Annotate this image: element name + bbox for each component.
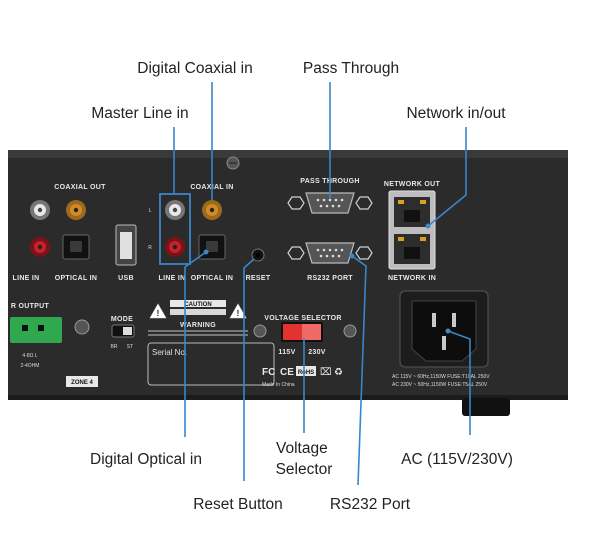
warning-triangle-icon — [149, 303, 167, 319]
l-marker: L — [149, 208, 152, 214]
rubber-foot — [462, 398, 510, 416]
network-in-label: NETWORK IN — [388, 275, 436, 282]
network-section: NETWORK OUT NETWORK IN — [384, 181, 441, 282]
svg-text:4-8Ω L: 4-8Ω L — [22, 353, 37, 359]
voltage-section: VOLTAGE SELECTOR 115V 230V FC CE RoHS ⌧ … — [253, 315, 357, 388]
zone-badge — [66, 376, 98, 387]
callout-digital-optical-in: Digital Optical in — [90, 451, 202, 468]
panel-bottom-edge — [8, 395, 568, 400]
reset-label: RESET — [246, 275, 271, 282]
callout-network-in-out: Network in/out — [406, 105, 506, 122]
pass-through-port[interactable] — [305, 192, 355, 214]
callout-voltage-selector: Voltage Selector — [276, 440, 333, 478]
network-leader — [427, 127, 467, 227]
fc-mark: FC — [262, 367, 275, 378]
svg-text:2-4OHM: 2-4OHM — [21, 363, 40, 369]
r-marker: R — [148, 245, 152, 251]
mode-br-label: BR — [111, 344, 118, 350]
warning-label: WARNING — [180, 322, 216, 329]
coaxial-out-label: COAXIAL OUT — [54, 184, 106, 191]
callout-master-line-in: Master Line in — [91, 105, 188, 122]
warning-triangle-icon-2 — [229, 303, 247, 319]
ce-mark: CE — [280, 367, 294, 378]
master-line-in-highlight — [159, 193, 191, 265]
usb-label: USB — [118, 275, 134, 282]
ac-spec-line-1: AC 115V ~ 60Hz,1150W FUSE:T10AL 250V — [392, 374, 490, 380]
ac-inlet[interactable] — [411, 300, 477, 362]
rs232-port[interactable] — [305, 242, 355, 264]
ac-spec-line-2: AC 230V ~ 50Hz,1150W FUSE:T5AL 250V — [392, 382, 488, 388]
rohs-mark: RoHS — [298, 370, 314, 376]
rs232-port-label: RS232 PORT — [307, 275, 353, 282]
caution-box — [170, 300, 226, 307]
callout-digital-coaxial-in: Digital Coaxial in — [137, 60, 252, 77]
callout-endpoints — [203, 223, 451, 334]
voltage-selector-label: VOLTAGE SELECTOR — [264, 315, 342, 322]
digital-optical-in-leader — [184, 251, 207, 437]
line-in-left-label: LINE IN — [13, 275, 40, 282]
weee-bin-icon: ⌧ — [320, 367, 332, 378]
line-in-label: LINE IN — [159, 275, 186, 282]
ground-screw — [74, 319, 90, 335]
v230-label: 230V — [308, 349, 326, 356]
serial-box — [147, 342, 275, 386]
callout-voltage-line-1: Voltage — [276, 440, 328, 457]
optical-in-label: OPTICAL IN — [191, 275, 234, 282]
svg-text:!: ! — [237, 309, 240, 318]
caution-label: CAUTION — [184, 302, 211, 308]
v115-label: 115V — [278, 349, 295, 356]
rs232-leader — [351, 255, 367, 486]
callout-ac: AC (115V/230V) — [401, 451, 513, 468]
reset-button-leader — [243, 258, 255, 481]
panel-top-edge — [8, 150, 568, 158]
speaker-terminal[interactable] — [10, 317, 62, 343]
zone-label: ZONE 4 — [71, 380, 93, 386]
r-output-label: R OUTPUT — [11, 303, 50, 310]
network-out-label: NETWORK OUT — [384, 181, 441, 188]
mode-label: MODE — [111, 316, 133, 323]
warning-sticker: ! CAUTION ! WARNING Serial No. — [147, 300, 275, 386]
made-in-label: Made In China — [262, 382, 295, 388]
callout-voltage-line-2: Selector — [276, 461, 333, 478]
callout-reset-button: Reset Button — [193, 496, 283, 513]
ac-leader — [447, 330, 471, 435]
recycle-icon: ♻ — [334, 367, 343, 378]
callout-pass-through: Pass Through — [303, 60, 399, 77]
serial-no-label: Serial No. — [152, 348, 187, 357]
callout-rs232-port: RS232 Port — [330, 496, 411, 513]
svg-text:!: ! — [157, 309, 160, 318]
ac-section: AC 115V ~ 60Hz,1150W FUSE:T10AL 250V AC … — [392, 290, 490, 388]
mode-st-label: ST — [127, 344, 133, 350]
optical-in-left-label: OPTICAL IN — [55, 275, 98, 282]
left-section: COAXIAL OUT LINE IN OPTICAL IN USB R OUT… — [10, 184, 137, 387]
callout-lines — [173, 82, 471, 486]
